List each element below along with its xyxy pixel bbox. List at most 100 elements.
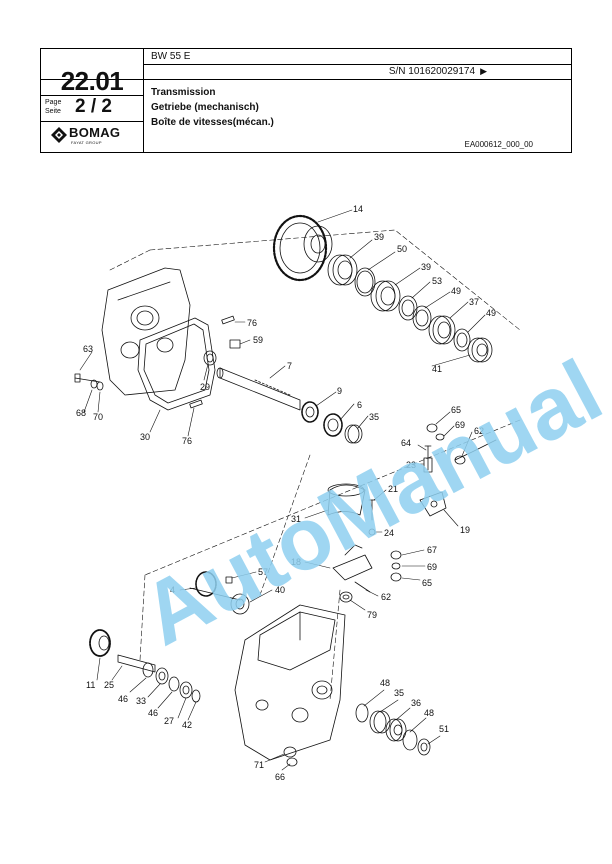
bracket-19 — [419, 491, 447, 517]
pin-76a — [221, 315, 235, 325]
divider — [41, 121, 143, 122]
seal-29 — [203, 350, 217, 366]
shaft-25 — [117, 654, 156, 673]
ring-69a — [435, 433, 445, 441]
gear-11 — [89, 629, 111, 657]
washer-66 — [286, 757, 298, 767]
callout-labels: 14 39 50 39 53 49 37 49 41 76 59 7 63 29… — [76, 204, 496, 782]
bearing-33 — [155, 667, 169, 685]
callout-64: 64 — [401, 438, 411, 448]
callout-66: 66 — [275, 772, 285, 782]
callout-33: 33 — [136, 696, 146, 706]
section-number: 22.01 — [60, 66, 124, 96]
divider — [143, 64, 571, 65]
drawing-id: EA000612_000_00 — [464, 140, 533, 149]
callout-27: 27 — [164, 716, 174, 726]
callout-4: 4 — [170, 585, 175, 595]
callout-63: 63 — [83, 344, 93, 354]
pin-57 — [225, 576, 233, 584]
brand-name: BOMAG — [69, 125, 121, 140]
callout-48: 48 — [424, 708, 434, 718]
callout-71: 71 — [254, 760, 264, 770]
callout-65: 65 — [422, 578, 432, 588]
divider — [41, 95, 143, 96]
callout-6: 6 — [357, 400, 362, 410]
callout-69: 69 — [427, 562, 437, 572]
bearing-39a — [327, 254, 358, 286]
page-label: Page Seite — [45, 98, 61, 116]
sleeve-35a — [344, 424, 363, 444]
callout-14: 14 — [353, 204, 363, 214]
callout-62: 62 — [474, 426, 484, 436]
nut-65b — [390, 572, 402, 582]
callout-79: 79 — [367, 610, 377, 620]
callout-69: 69 — [455, 420, 465, 430]
callout-11: 11 — [86, 680, 95, 690]
callout-68: 68 — [76, 408, 86, 418]
callout-24: 24 — [384, 528, 394, 538]
callout-50: 50 — [397, 244, 407, 254]
callout-76: 76 — [247, 318, 257, 328]
callout-19: 19 — [460, 525, 470, 535]
housing-cover — [101, 267, 191, 396]
callout-57: 57 — [258, 567, 268, 577]
callout-31: 31 — [291, 514, 301, 524]
callout-42: 42 — [182, 720, 192, 730]
page-label-en: Page — [45, 99, 62, 106]
title-german: Getriebe (mechanisch) — [151, 102, 259, 113]
callout-36: 36 — [411, 698, 421, 708]
callout-70: 70 — [93, 412, 103, 422]
part-59 — [229, 339, 241, 349]
serial-number: S/N 101620029174 — [388, 66, 475, 77]
circlip-48b — [402, 729, 418, 751]
callout-46: 46 — [148, 708, 158, 718]
callout-48: 48 — [380, 678, 390, 688]
callout-29: 29 — [200, 382, 210, 392]
callout-35: 35 — [394, 688, 404, 698]
callout-39: 39 — [421, 262, 431, 272]
gear-6 — [323, 413, 343, 437]
washer-70 — [96, 381, 104, 391]
spring-23 — [423, 457, 433, 473]
bush-79 — [339, 591, 353, 603]
shift-arm-18 — [332, 544, 373, 581]
gasket-30 — [137, 317, 216, 411]
callout-35: 35 — [369, 412, 379, 422]
machine-model: BW 55 E — [151, 51, 191, 62]
ring-49a — [412, 305, 432, 331]
circlip-50 — [354, 267, 376, 297]
sleeve-35b — [369, 710, 391, 734]
shaft-7 — [216, 367, 301, 411]
bomag-logo: BOMAG FAYAT GROUP — [51, 125, 137, 149]
callout-23: 23 — [406, 460, 416, 470]
gear-14 — [272, 214, 333, 282]
ring-69b — [391, 562, 401, 570]
bearing-27 — [179, 681, 193, 699]
ring-49b — [453, 328, 471, 352]
callout-30: 30 — [140, 432, 150, 442]
callout-25: 25 — [104, 680, 114, 690]
assembly-guide-lines — [109, 229, 521, 701]
ball-24 — [368, 528, 376, 536]
callout-49: 49 — [451, 286, 461, 296]
callout-67: 67 — [427, 545, 437, 555]
ring-42 — [191, 689, 201, 703]
callout-37: 37 — [469, 297, 479, 307]
page-number: 2 / 2 — [75, 96, 112, 117]
page-label-de: Seite — [45, 108, 61, 115]
callout-51: 51 — [439, 724, 449, 734]
nut-65a — [426, 423, 438, 433]
lever-62a — [454, 439, 497, 465]
callout-18: 18 — [291, 557, 301, 567]
ring-46b — [168, 676, 180, 692]
callout-46: 46 — [118, 694, 128, 704]
callout-59: 59 — [253, 335, 263, 345]
bolt-63 — [74, 373, 101, 383]
gearbox-housing — [234, 604, 346, 761]
callout-7: 7 — [287, 361, 292, 371]
ring-53 — [398, 295, 418, 321]
plug-71 — [283, 746, 297, 758]
washer-51 — [417, 738, 431, 756]
bearing-37 — [428, 315, 456, 345]
